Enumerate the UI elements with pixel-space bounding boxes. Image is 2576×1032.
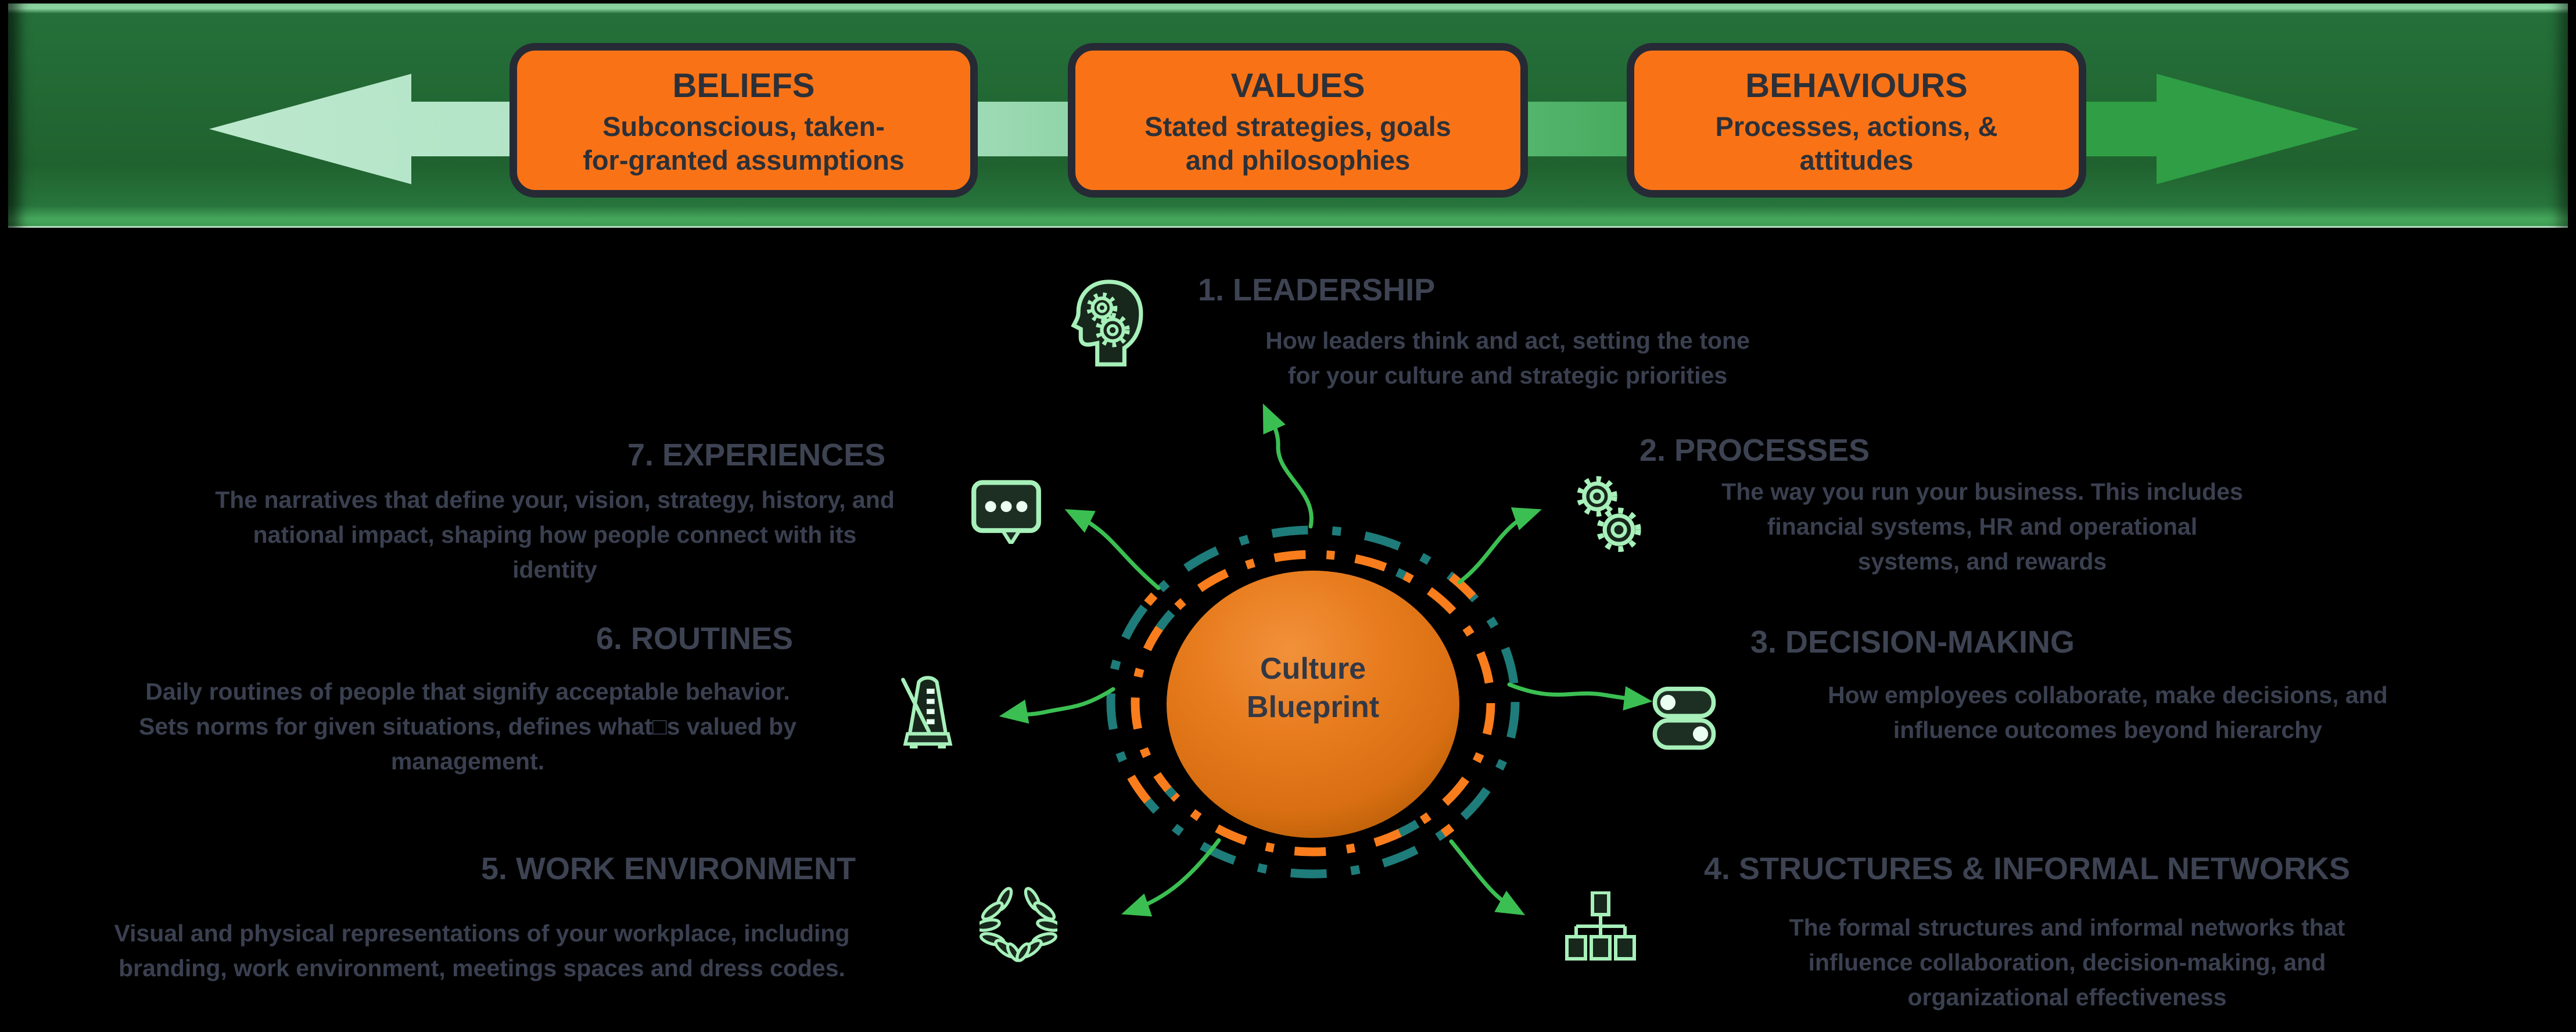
laurel-icon	[980, 887, 1057, 962]
head-gears-icon	[1071, 280, 1143, 367]
work-environment-heading: 5. WORK ENVIRONMENT	[481, 851, 856, 886]
center-label: Culture Blueprint	[1246, 652, 1380, 724]
arrow-to-work-environment	[1121, 838, 1221, 917]
routines-heading: 6. ROUTINES	[596, 621, 794, 656]
beliefs-box: BELIEFS Subconscious, taken- for-granted…	[510, 43, 978, 198]
decision-making-heading: 3. DECISION-MAKING	[1750, 625, 2075, 660]
values-box: VALUES Stated strategies, goals and phil…	[1068, 43, 1528, 198]
structures-heading: 4. STRUCTURES & INFORMAL NETWORKS	[1704, 851, 2351, 886]
org-chart-icon	[1565, 891, 1636, 961]
experiences-body: The narratives that define your, vision,…	[215, 486, 895, 583]
arrow-to-leadership	[1262, 403, 1314, 529]
decision-making-body: How employees collaborate, make decision…	[1828, 682, 2388, 743]
leadership-body: How leaders think and act, setting the t…	[1265, 327, 1750, 389]
toggles-icon	[1652, 686, 1716, 750]
leadership-heading: 1. LEADERSHIP	[1198, 273, 1436, 307]
inner-dashed-ring	[1131, 550, 1495, 857]
work-environment-body: Visual and physical representations of y…	[114, 920, 850, 981]
speech-bubble-icon	[971, 480, 1041, 544]
beliefs-subtitle: Subconscious, taken- for-granted assumpt…	[583, 111, 905, 175]
arrow-to-processes	[1457, 507, 1542, 585]
arrow-to-experiences	[1064, 509, 1161, 590]
structures-body: The formal structures and informal netwo…	[1789, 914, 2345, 1010]
arrow-to-structures	[1449, 839, 1526, 916]
behaviours-box: BEHAVIOURS Processes, actions, & attitud…	[1627, 43, 2086, 198]
beliefs-title: BELIEFS	[672, 67, 815, 105]
arrow-to-decision-making	[1507, 682, 1653, 711]
culture-blueprint-sphere	[1167, 571, 1459, 838]
processes-heading: 2. PROCESSES	[1639, 433, 1870, 468]
outer-dashed-ring	[1106, 525, 1520, 879]
gears-icon	[1577, 476, 1641, 552]
experiences-heading: 7. EXPERIENCES	[627, 438, 886, 472]
processes-body: The way you run your business. This incl…	[1721, 478, 2243, 575]
values-subtitle: Stated strategies, goals and philosophie…	[1145, 111, 1451, 175]
arrow-to-routines	[999, 687, 1115, 724]
routines-body: Daily routines of people that signify ac…	[138, 678, 797, 775]
behaviours-title: BEHAVIOURS	[1745, 67, 1968, 105]
behaviours-subtitle: Processes, actions, & attitudes	[1715, 111, 1998, 175]
metronome-icon	[901, 676, 953, 749]
values-title: VALUES	[1230, 67, 1365, 105]
radial-arrows	[999, 403, 1653, 917]
